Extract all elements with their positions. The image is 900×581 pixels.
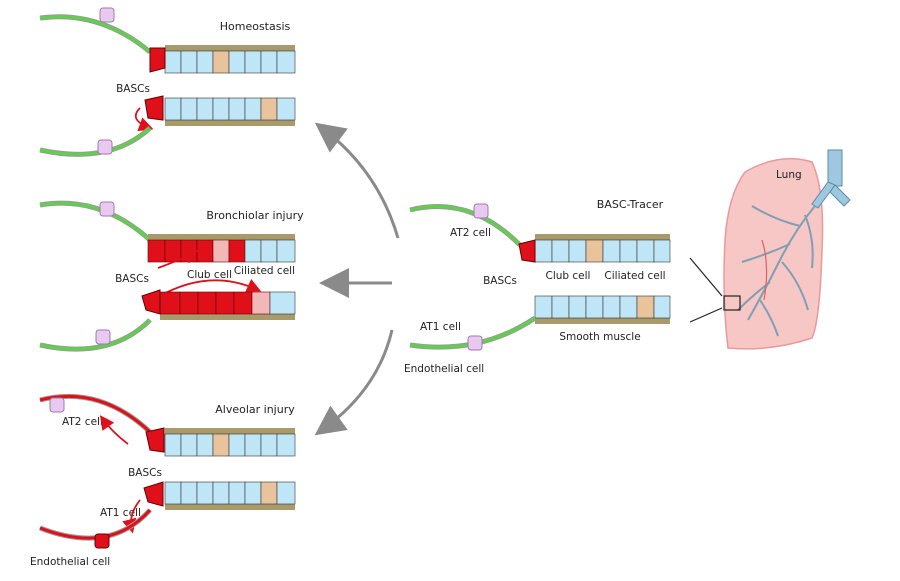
- panel-title: BASC-Tracer: [597, 198, 664, 211]
- arrow-to-homeostasis: [314, 122, 400, 239]
- airway-upper: [149, 45, 296, 74]
- lung-illustration: Lung: [689, 149, 851, 350]
- endothelial-cell-label: Endothelial cell: [30, 556, 110, 568]
- basc-label: BASCs: [128, 467, 162, 479]
- ciliated-cell-label: Ciliated cell: [604, 270, 665, 282]
- alveolus-upper-regenerating: [39, 393, 152, 434]
- panel-title: Homeostasis: [220, 20, 291, 33]
- club-cell-label: Club cell: [187, 269, 232, 281]
- pulmonary-vessel: [761, 239, 768, 301]
- basc-label: BASCs: [483, 275, 517, 287]
- alveolus-upper: [39, 7, 152, 54]
- airway-lower: [534, 295, 671, 324]
- panel-basc-tracer: BASC-Tracer AT2 cell Club cell Ciliated …: [404, 198, 671, 375]
- basc-label: BASCs: [115, 273, 149, 285]
- basc-label: BASCs: [116, 83, 150, 95]
- trachea: [811, 149, 851, 209]
- basc-to-ciliated-arrow: [159, 278, 262, 297]
- basc-arrow: [134, 107, 154, 132]
- zoom-line-lower: [689, 307, 723, 323]
- club-cell-label: Club cell: [546, 270, 591, 282]
- at2-cell-label: AT2 cell: [62, 416, 103, 428]
- panel-bronchiolar-injury: Bronchiolar injury Ciliated cell Club ce…: [39, 200, 304, 352]
- basc-cell: [149, 47, 166, 73]
- airway-upper-regenerating: [147, 234, 296, 263]
- at1-cell-label: AT1 cell: [100, 507, 141, 519]
- lung-label: Lung: [776, 169, 802, 181]
- lung-lobe: [723, 157, 824, 350]
- alveolus-lower-regenerating: [39, 508, 152, 549]
- panel-title: Bronchiolar injury: [206, 209, 304, 222]
- panel-title: Alveolar injury: [215, 403, 295, 416]
- panel-homeostasis: Homeostasis BASCs: [39, 7, 296, 157]
- airway-lower: [144, 95, 296, 126]
- smooth-muscle-label: Smooth muscle: [559, 331, 640, 343]
- airway-upper: [518, 234, 671, 263]
- at1-cell-label: AT1 cell: [420, 321, 461, 333]
- at2-cell-label: AT2 cell: [450, 227, 491, 239]
- epithelium-row: [164, 50, 296, 74]
- at2-cell: [145, 427, 165, 453]
- endothelial-cell-label: Endothelial cell: [404, 363, 484, 375]
- basc-to-club-arrow: [157, 250, 199, 269]
- outcome-arrows: [314, 122, 400, 436]
- alveolus-lower: [39, 126, 152, 157]
- airway-lower-regenerating: [141, 289, 296, 320]
- alveolus-upper: [409, 203, 522, 247]
- bronchial-tree: [737, 205, 816, 337]
- zoom-box: [723, 295, 741, 311]
- airway-lower: [143, 481, 296, 510]
- airway-upper: [164, 428, 296, 457]
- ciliated-cell-label: Ciliated cell: [234, 265, 295, 277]
- arrow-to-alveolar: [314, 329, 394, 436]
- basc-to-at2-arrow: [99, 415, 129, 445]
- alveolus-lower: [409, 315, 537, 351]
- alveolus-lower: [39, 318, 152, 352]
- panel-alveolar-injury: Alveolar injury AT2 cell BASCs: [30, 393, 296, 568]
- alveolus-upper: [39, 200, 152, 242]
- zoom-line-upper: [689, 257, 723, 297]
